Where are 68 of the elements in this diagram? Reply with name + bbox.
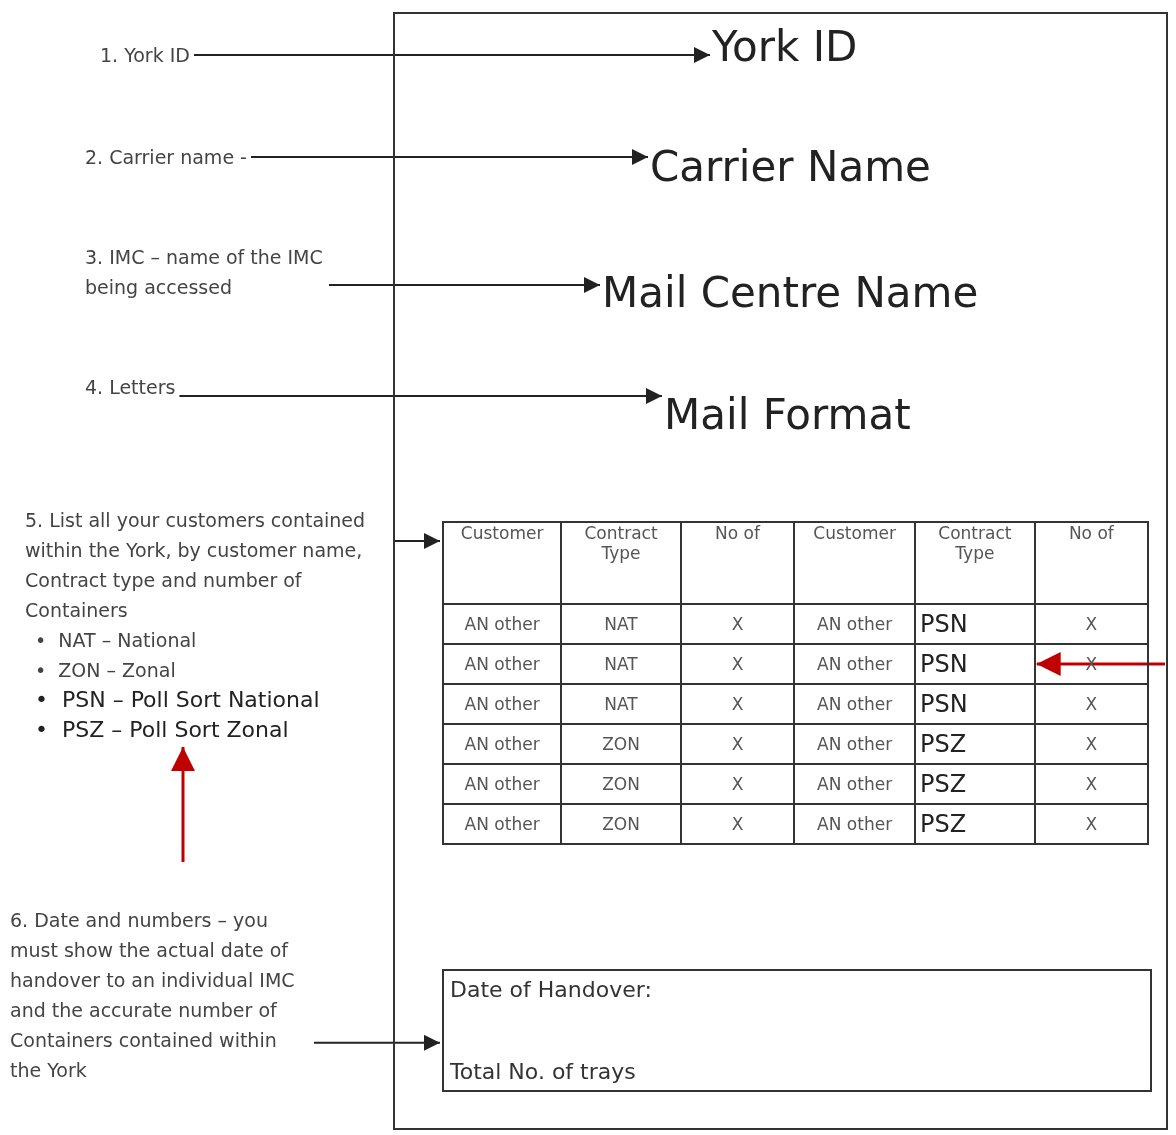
table-cell: NAT	[561, 604, 681, 644]
arrow	[249, 149, 649, 165]
table-cell: X	[1034, 804, 1148, 844]
table-cell: PSN	[915, 604, 1035, 644]
arrow	[393, 533, 441, 549]
table-cell: AN other	[794, 644, 916, 684]
table-cell: AN other	[443, 644, 562, 684]
table-cell: ZON	[561, 764, 681, 804]
instruction-text: 2. Carrier name -	[85, 142, 247, 172]
bullet-item: • PSZ – Poll Sort Zonal	[35, 716, 290, 744]
column-header: Customer	[443, 522, 562, 604]
handover-box	[442, 969, 1152, 1092]
table-cell: PSN	[915, 684, 1035, 724]
table-cell: AN other	[443, 684, 562, 724]
table-cell: AN other	[443, 764, 562, 804]
table-cell: X	[1034, 724, 1148, 764]
field-label: Date of Handover:	[450, 977, 653, 1002]
form-outline	[393, 12, 1168, 1130]
form-field-title: Mail Format	[664, 390, 911, 439]
bullet-item: • NAT – National	[35, 628, 198, 653]
form-field-title: Mail Centre Name	[602, 268, 979, 317]
table-cell: X	[1034, 604, 1148, 644]
table-cell: NAT	[561, 684, 681, 724]
table-cell: X	[680, 764, 795, 804]
table-cell: X	[680, 804, 795, 844]
table-cell: NAT	[561, 644, 681, 684]
arrow	[313, 1034, 441, 1051]
form-field-title: Carrier Name	[650, 142, 931, 191]
table-cell: AN other	[443, 804, 562, 844]
table-cell: ZON	[561, 724, 681, 764]
arrow	[171, 747, 195, 862]
table-cell: AN other	[794, 764, 916, 804]
table-cell: PSZ	[915, 764, 1035, 804]
table-cell: AN other	[794, 724, 916, 764]
arrow	[192, 47, 711, 63]
table-cell: PSZ	[915, 804, 1035, 844]
form-field-title: York ID	[712, 22, 858, 71]
table-cell: X	[680, 644, 795, 684]
table-cell: PSZ	[915, 724, 1035, 764]
instruction-text: 4. Letters	[85, 372, 176, 402]
instruction-text: 3. IMC – name of the IMC being accessed	[85, 242, 325, 302]
column-header: Customer	[794, 522, 916, 604]
instruction-text: 1. York ID	[100, 40, 190, 70]
table-cell: X	[1034, 684, 1148, 724]
column-header: No of	[1034, 522, 1148, 604]
customer-table	[442, 521, 1149, 845]
table-cell: AN other	[443, 604, 562, 644]
column-header: Contract Type	[915, 522, 1035, 604]
bullet-item: • ZON – Zonal	[35, 658, 177, 683]
instruction-text: 6. Date and numbers – you must show the actual date of handover to an individual IMC and the accurate number of Containers contained within the York	[10, 905, 310, 1085]
table-cell: AN other	[794, 804, 916, 844]
bullet-item: • PSN – Poll Sort National	[35, 686, 321, 714]
table-cell: PSN	[915, 644, 1035, 684]
instruction-text: 5. List all your customers contained within the York, by customer name, Contract type and number of Containers	[25, 508, 367, 623]
column-header: Contract Type	[561, 522, 681, 604]
table-cell: X	[680, 604, 795, 644]
arrow	[328, 277, 601, 293]
arrow	[178, 388, 663, 404]
table-cell: X	[1034, 764, 1148, 804]
table-cell: AN other	[794, 604, 916, 644]
table-cell: ZON	[561, 804, 681, 844]
table-cell: AN other	[794, 684, 916, 724]
table-cell: AN other	[443, 724, 562, 764]
arrow	[1036, 652, 1165, 676]
table-cell: X	[680, 684, 795, 724]
column-header: No of	[680, 522, 795, 604]
field-label: Total No. of trays	[450, 1059, 637, 1084]
table-cell: X	[680, 724, 795, 764]
